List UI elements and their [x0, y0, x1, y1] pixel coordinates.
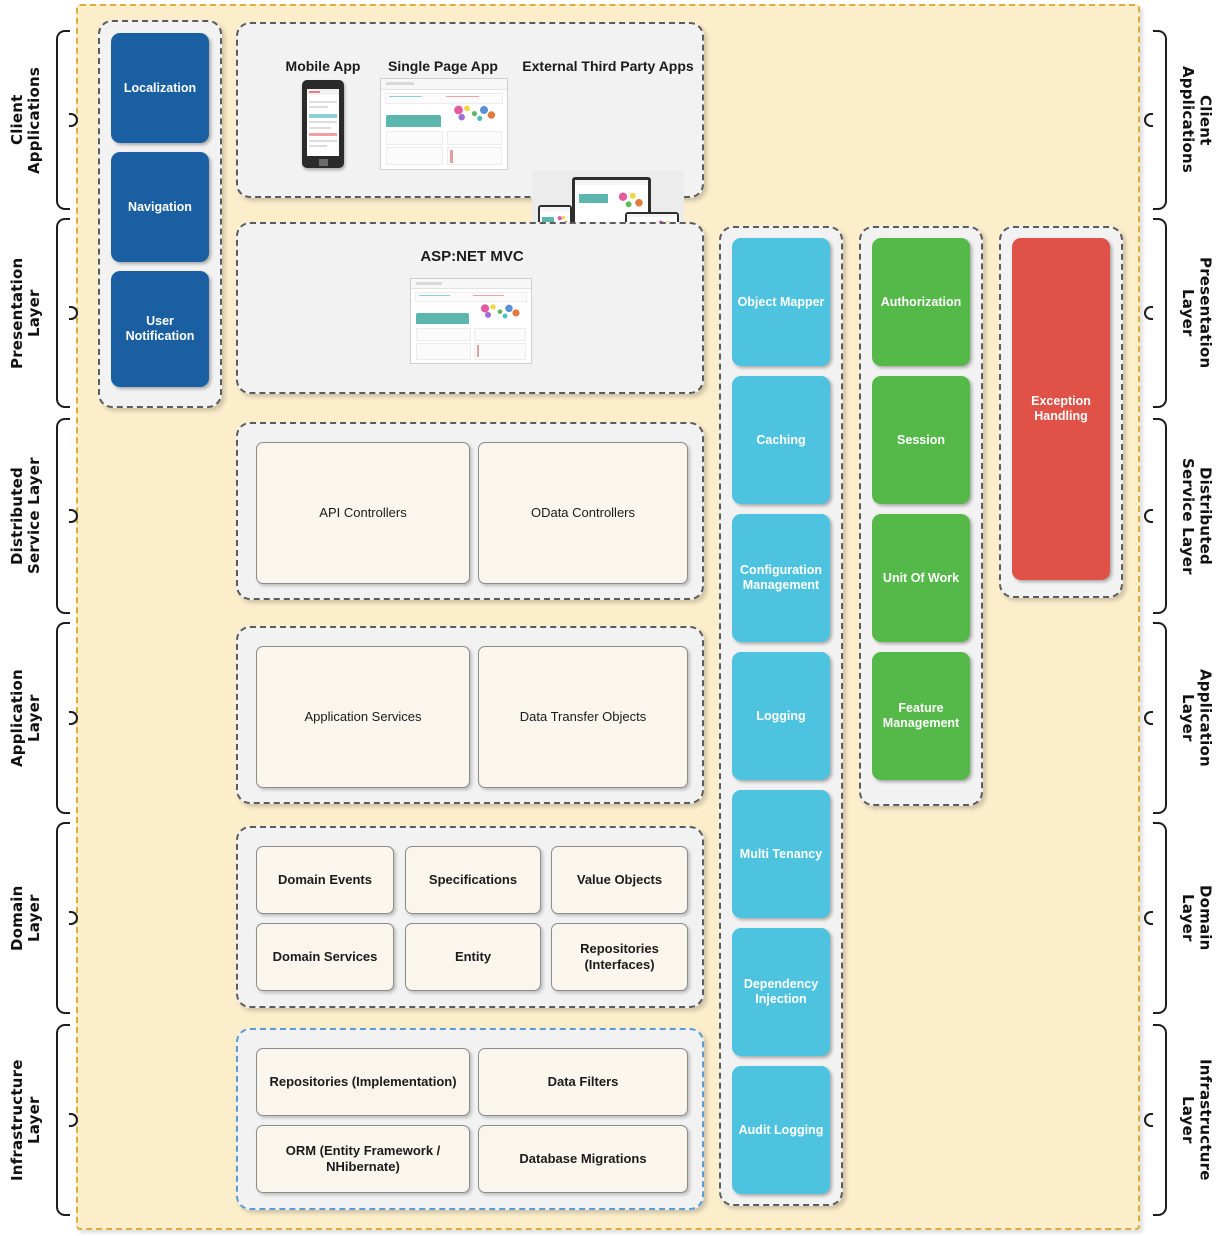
tile-user-notification[interactable]: User Notification — [111, 271, 209, 387]
brace-left-application-layer — [56, 622, 80, 814]
tile-caching[interactable]: Caching — [732, 376, 830, 504]
label-right-infrastructure-layer: Infrastructure Layer — [1179, 1059, 1215, 1181]
brace-left-distributed-service-layer — [56, 418, 80, 614]
cross-cutting-green-column-group: Authorization Session Unit Of Work Featu… — [859, 226, 983, 806]
single-page-app-screenshot — [380, 78, 508, 170]
caption-mobile-app: Mobile App — [285, 58, 361, 74]
tile-application-services[interactable]: Application Services — [256, 646, 470, 788]
tile-data-filters[interactable]: Data Filters — [478, 1048, 688, 1116]
label-right-presentation-layer: Presentation Layer — [1179, 257, 1215, 369]
presentation-layer-group: ASP:NET MVC — [236, 222, 704, 394]
tile-value-objects[interactable]: Value Objects — [551, 846, 688, 914]
client-applications-group: Mobile App Single Page App — [236, 22, 704, 262]
label-left-domain-layer: Domain Layer — [7, 885, 43, 951]
tile-specifications[interactable]: Specifications — [405, 846, 541, 914]
tile-api-controllers[interactable]: API Controllers — [256, 442, 470, 584]
domain-layer-group: Domain Events Specifications Value Objec… — [236, 826, 704, 1008]
tile-unit-of-work[interactable]: Unit Of Work — [872, 514, 970, 642]
label-left-distributed-service-layer: Distributed Service Layer — [7, 457, 43, 575]
tile-multi-tenancy[interactable]: Multi Tenancy — [732, 790, 830, 918]
tile-localization[interactable]: Localization — [111, 33, 209, 143]
brace-right-distributed-service-layer — [1144, 418, 1169, 614]
brace-right-presentation-layer — [1144, 218, 1169, 408]
tile-data-transfer-objects[interactable]: Data Transfer Objects — [478, 646, 688, 788]
tile-domain-services[interactable]: Domain Services — [256, 923, 394, 991]
brace-left-infrastructure-layer — [56, 1024, 80, 1216]
tile-repositories-implementation[interactable]: Repositories (Implementation) — [256, 1048, 470, 1116]
distributed-service-layer-group: API Controllers OData Controllers — [236, 422, 704, 600]
tile-odata-controllers[interactable]: OData Controllers — [478, 442, 688, 584]
label-left-client-applications: Client Applications — [7, 66, 43, 174]
tile-logging[interactable]: Logging — [732, 652, 830, 780]
label-right-client-applications: Client Applications — [1179, 66, 1215, 174]
label-right-domain-layer: Domain Layer — [1179, 885, 1215, 951]
brace-right-client-applications — [1144, 30, 1169, 210]
label-right-application-layer: Application Layer — [1179, 669, 1215, 767]
cross-cutting-blue-column-group: Object Mapper Caching Configuration Mana… — [719, 226, 843, 1206]
brace-right-infrastructure-layer — [1144, 1024, 1169, 1216]
infrastructure-layer-group: Repositories (Implementation) Data Filte… — [236, 1028, 704, 1210]
tile-database-migrations[interactable]: Database Migrations — [478, 1125, 688, 1193]
label-left-application-layer: Application Layer — [7, 669, 43, 767]
brace-left-client-applications — [56, 30, 80, 210]
tile-session[interactable]: Session — [872, 376, 970, 504]
tile-audit-logging[interactable]: Audit Logging — [732, 1066, 830, 1194]
caption-external-third-party-apps: External Third Party Apps — [522, 58, 694, 74]
tile-dependency-injection[interactable]: Dependency Injection — [732, 928, 830, 1056]
caption-single-page-app: Single Page App — [388, 58, 498, 74]
tile-feature-management[interactable]: Feature Management — [872, 652, 970, 780]
cross-cutting-red-column-group: Exception Handling — [999, 226, 1123, 598]
label-left-presentation-layer: Presentation Layer — [7, 257, 43, 369]
tile-configuration-management[interactable]: Configuration Management — [732, 514, 830, 642]
brace-right-domain-layer — [1144, 822, 1169, 1014]
presentation-common-group: Localization Navigation User Notificatio… — [98, 20, 222, 408]
tile-repositories-interfaces[interactable]: Repositories (Interfaces) — [551, 923, 688, 991]
aspnet-mvc-title: ASP:NET MVC — [420, 248, 524, 265]
brace-left-presentation-layer — [56, 218, 80, 408]
mobile-app-screenshot — [302, 80, 344, 168]
application-layer-group: Application Services Data Transfer Objec… — [236, 626, 704, 804]
tile-object-mapper[interactable]: Object Mapper — [732, 238, 830, 366]
tile-exception-handling[interactable]: Exception Handling — [1012, 238, 1110, 580]
brace-right-application-layer — [1144, 622, 1169, 814]
label-left-infrastructure-layer: Infrastructure Layer — [7, 1059, 43, 1181]
label-right-distributed-service-layer: Distributed Service Layer — [1179, 457, 1215, 575]
brace-left-domain-layer — [56, 822, 80, 1014]
tile-entity[interactable]: Entity — [405, 923, 541, 991]
tile-orm[interactable]: ORM (Entity Framework / NHibernate) — [256, 1125, 470, 1193]
tile-navigation[interactable]: Navigation — [111, 152, 209, 262]
tile-domain-events[interactable]: Domain Events — [256, 846, 394, 914]
aspnet-mvc-screenshot — [410, 278, 532, 364]
tile-authorization[interactable]: Authorization — [872, 238, 970, 366]
